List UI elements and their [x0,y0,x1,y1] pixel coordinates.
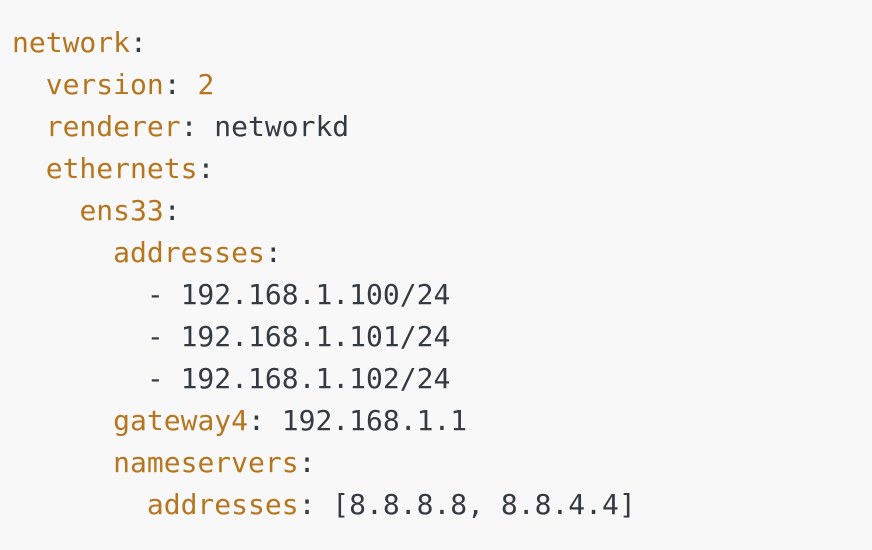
line-indent [12,362,147,395]
code-line[interactable]: network: [0,22,872,64]
code-line[interactable]: - 192.168.1.100/24 [0,274,872,316]
token-punct: : [298,488,333,521]
code-line[interactable]: - 192.168.1.102/24 [0,358,872,400]
line-indent [12,194,79,227]
code-line[interactable]: gateway4: 192.168.1.1 [0,400,872,442]
token-punct: : [163,68,198,101]
line-indent [12,236,113,269]
token-val: [8.8.8.8, 8.8.4.4] [332,488,636,521]
line-indent [12,68,46,101]
token-punct: : [264,236,282,269]
token-punct: : [248,404,282,437]
token-key: ens33 [79,194,164,227]
token-dash: - [146,320,181,353]
token-key: version [45,68,164,101]
token-punct: : [163,194,181,227]
code-line[interactable]: ens33: [0,190,872,232]
code-line[interactable]: - 192.168.1.101/24 [0,316,872,358]
line-indent [12,488,147,521]
code-line[interactable]: nameservers: [0,442,872,484]
token-dash: - [146,362,181,395]
token-val: 192.168.1.102/24 [180,362,451,395]
code-line[interactable]: addresses: [8.8.8.8, 8.8.4.4] [0,484,872,526]
token-dash: - [146,278,181,311]
token-val: 192.168.1.1 [281,404,468,437]
line-indent [12,320,147,353]
line-indent [12,278,147,311]
token-num: 2 [197,68,215,101]
line-indent [12,446,113,479]
token-key: network [12,26,131,59]
line-indent [12,152,46,185]
line-indent [12,110,46,143]
token-val: 192.168.1.100/24 [180,278,451,311]
token-key: nameservers [113,446,299,479]
token-punct: : [180,110,215,143]
token-key: renderer [45,110,181,143]
token-val: networkd [214,110,350,143]
token-key: gateway4 [113,404,249,437]
token-val: 192.168.1.101/24 [180,320,451,353]
code-line[interactable]: version: 2 [0,64,872,106]
token-key: addresses [113,236,265,269]
token-punct: : [130,26,147,59]
code-line[interactable]: ethernets: [0,148,872,190]
code-line[interactable]: addresses: [0,232,872,274]
token-punct: : [197,152,215,185]
line-indent [12,404,113,437]
code-line[interactable]: renderer: networkd [0,106,872,148]
token-punct: : [298,446,316,479]
token-key: addresses [146,488,299,521]
token-key: ethernets [45,152,198,185]
